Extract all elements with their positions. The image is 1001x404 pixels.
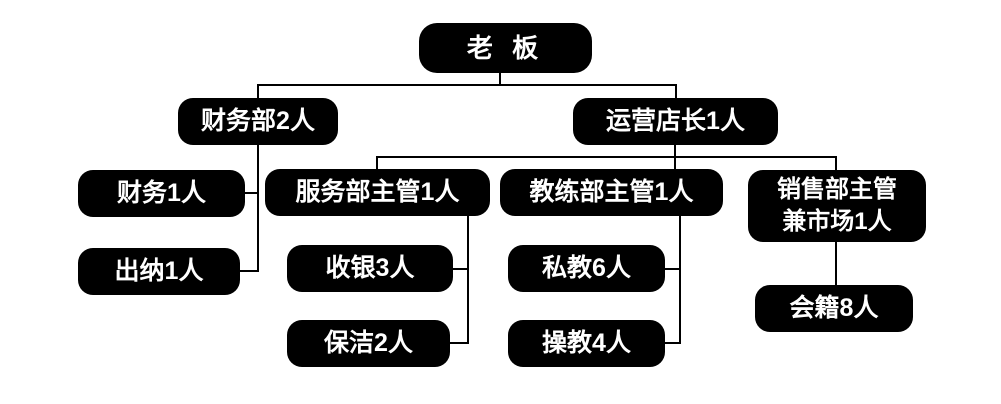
node-personal-trainers: 私教6人 [508, 245, 665, 292]
node-group-coaches-label: 操教4人 [542, 328, 631, 357]
connector-frontdesk-stub [453, 268, 469, 270]
node-membership-label: 会籍8人 [789, 293, 879, 322]
node-finance-label: 财务1人 [117, 178, 206, 207]
node-finance: 财务1人 [78, 170, 245, 217]
node-cleaning: 保洁2人 [287, 320, 450, 367]
node-coach-supervisor: 教练部主管1人 [500, 169, 723, 216]
connector-drop-sales [835, 156, 837, 173]
connector-finance-hang-vertical [257, 145, 259, 272]
connector-trainers-stub [665, 268, 681, 270]
node-membership: 会籍8人 [755, 285, 913, 332]
connector-groupcoach-elbow [665, 342, 681, 344]
connector-sales-down [835, 242, 837, 286]
connector-drop-finance-dept [257, 84, 259, 99]
connector-level2-horizontal [376, 156, 837, 158]
node-cashier-label: 出纳1人 [114, 256, 204, 285]
node-finance-dept: 财务部2人 [178, 98, 338, 145]
node-coach-supervisor-label: 教练部主管1人 [529, 177, 694, 206]
node-personal-trainers-label: 私教6人 [542, 253, 631, 282]
node-boss-label: 老 板 [466, 32, 545, 63]
node-boss: 老 板 [419, 23, 592, 73]
connector-finance-stub [245, 192, 259, 194]
connector-coach-hang-vertical [679, 216, 681, 344]
connector-cleaning-elbow [450, 342, 469, 344]
connector-drop-service [376, 156, 378, 170]
connector-drop-operations [675, 84, 677, 99]
node-service-supervisor: 服务部主管1人 [265, 169, 490, 216]
node-sales-supervisor-label-line1: 销售部主管 [777, 175, 897, 203]
node-front-desk-label: 收银3人 [325, 253, 415, 282]
node-cashier: 出纳1人 [78, 248, 240, 295]
node-cleaning-label: 保洁2人 [324, 328, 413, 357]
connector-service-hang-vertical [467, 216, 469, 344]
node-front-desk: 收银3人 [287, 245, 453, 292]
node-sales-supervisor-label-line2: 兼市场1人 [782, 208, 892, 235]
node-operations-manager-label: 运营店长1人 [606, 106, 745, 135]
node-finance-dept-label: 财务部2人 [201, 106, 315, 135]
connector-level1-horizontal [257, 84, 677, 86]
node-group-coaches: 操教4人 [508, 320, 665, 367]
node-operations-manager: 运营店长1人 [573, 98, 778, 145]
connector-boss-down [499, 71, 501, 85]
node-sales-supervisor: 销售部主管 兼市场1人 [748, 170, 926, 242]
node-service-supervisor-label: 服务部主管1人 [295, 177, 460, 206]
connector-cashier-elbow [240, 270, 259, 272]
